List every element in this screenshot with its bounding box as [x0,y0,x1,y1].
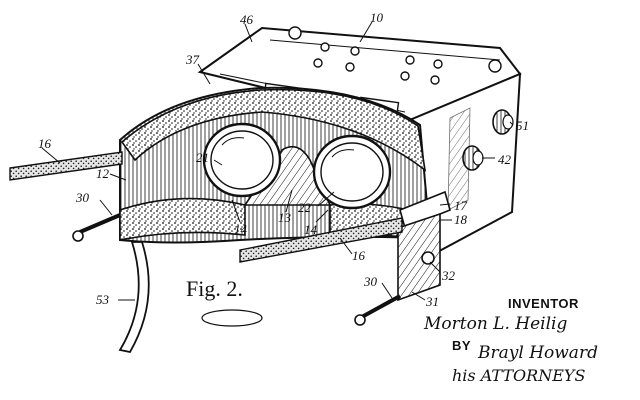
nose-recess [243,145,332,206]
neck-strap [118,241,150,354]
head-strap-left [9,151,123,181]
ref-32: 32 [441,268,456,283]
ref-21: 21 [196,150,209,165]
ref-30-right: 30 [363,274,378,289]
ref-13: 13 [278,210,292,225]
ref-18: 18 [454,212,468,227]
attorney-signature: Brayl Howard [478,343,598,363]
clip-right [354,294,401,326]
head-strap-center [239,217,403,263]
reference-numerals: 46 10 37 16 12 21 30 13 22 14 14 51 42 1… [38,10,529,309]
attorneys-label: his ATTORNEYS [452,366,586,385]
by-label: BY [452,338,472,353]
ref-53: 53 [96,292,110,307]
figure-label-swirl [201,309,263,327]
lens-left [202,122,282,198]
ref-16-right: 16 [352,248,366,263]
ref-46: 46 [240,12,254,27]
figure-label: Fig. 2. [186,276,243,301]
ref-51: 51 [516,118,529,133]
leader-lines [41,21,514,301]
ref-14-right: 14 [304,222,318,237]
ref-37: 37 [185,52,200,67]
clip-left [72,213,121,242]
ref-22: 22 [298,200,312,215]
inventor-label: INVENTOR [508,296,579,311]
inventor-signature: Morton L. Heilig [424,314,568,334]
ref-14-left: 14 [234,222,248,237]
ref-31: 31 [425,294,439,309]
focus-knob [492,109,514,135]
ref-17: 17 [454,198,468,213]
ref-42: 42 [498,152,512,167]
adjust-knob [462,145,484,171]
ref-16-left: 16 [38,136,52,151]
lower-bracket [397,190,451,302]
ref-12: 12 [96,166,110,181]
ref-10: 10 [370,10,384,25]
ref-30-left: 30 [75,190,90,205]
lens-right [312,134,392,210]
